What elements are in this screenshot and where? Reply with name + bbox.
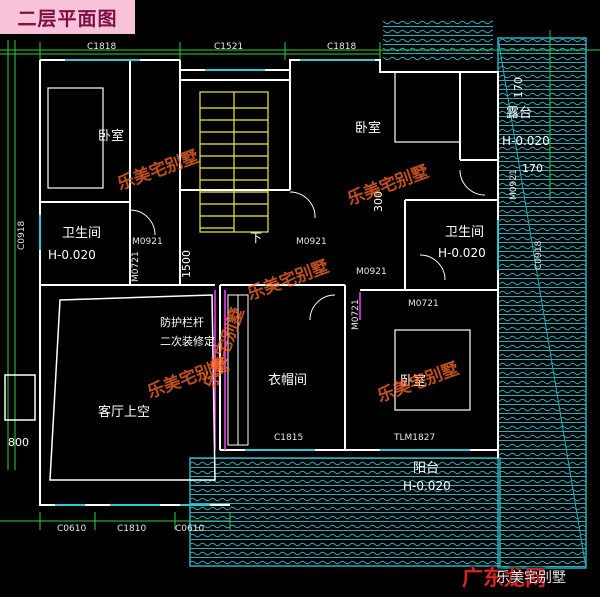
living-void-outline	[49, 294, 216, 481]
door-code: M0721	[408, 299, 439, 309]
window-code: C1810	[117, 524, 146, 534]
dim-label: 1500	[180, 250, 193, 278]
window-code: C0610	[175, 524, 204, 534]
roof-tiles	[189, 20, 587, 569]
site-logo: 广东龙网	[462, 562, 546, 592]
room-label-bedroom-n: 卧室	[355, 120, 381, 136]
window-code: C0918	[17, 221, 27, 250]
dim-label: 800	[8, 436, 29, 449]
door-code: M0721	[351, 299, 361, 330]
window-code: C1815	[274, 433, 303, 443]
dim-label: 170	[522, 162, 543, 175]
rail-note-1: 防护栏杆	[160, 315, 204, 329]
dim-label: 170	[512, 77, 525, 98]
guard-rail	[214, 290, 361, 450]
watermark: 乐美宅别墅	[115, 146, 202, 195]
room-label-bath-e: 卫生间	[445, 225, 484, 240]
door-code: M0921	[132, 237, 163, 247]
corner-watermark: 乐美宅别墅	[496, 570, 566, 586]
window-code: C1818	[327, 42, 356, 52]
room-label-bath-w: 卫生间	[62, 226, 101, 241]
window-code: C0610	[57, 524, 86, 534]
window-code: C1818	[87, 42, 116, 52]
room-label-balcony: 阳台	[413, 461, 439, 476]
window-code: C0918	[534, 241, 544, 270]
level-balcony: H-0.020	[403, 479, 451, 493]
window-code: TLM1827	[393, 433, 435, 443]
door-code: M0921	[509, 169, 519, 200]
level-bath-w: H-0.020	[48, 248, 96, 262]
watermark: 乐美宅别墅	[245, 256, 332, 305]
door-code: M0921	[296, 237, 327, 247]
room-label-terrace: 露台	[506, 106, 532, 121]
room-label-cloakroom: 衣帽间	[268, 372, 307, 388]
staircase	[199, 91, 269, 233]
room-label-bedroom-nw: 卧室	[98, 128, 124, 144]
watermark: 乐美宅别墅	[200, 305, 249, 392]
rail-note-2: 二次装修定	[160, 334, 215, 348]
site-logo-text: 广东龙网	[462, 566, 546, 590]
column-block	[4, 374, 36, 421]
windows	[39, 59, 499, 506]
stair-down-label: 下	[250, 231, 262, 245]
beds	[47, 71, 471, 411]
door-swings	[129, 169, 486, 321]
dim-label: 300	[372, 191, 385, 212]
room-label-bedroom-se: 卧室	[400, 373, 426, 389]
room-label-living-void: 客厅上空	[98, 404, 150, 420]
door-code: M0921	[356, 267, 387, 277]
drawing-title: 二层平面图	[0, 0, 135, 34]
watermark: 乐美宅别墅	[345, 161, 432, 210]
closet-rail	[227, 294, 249, 446]
window-code: C1521	[214, 42, 243, 52]
level-bath-e: H-0.020	[438, 246, 486, 260]
door-code: M0721	[131, 251, 141, 282]
level-terrace: H-0.020	[502, 134, 550, 148]
watermark: 乐美宅别墅	[375, 358, 462, 407]
